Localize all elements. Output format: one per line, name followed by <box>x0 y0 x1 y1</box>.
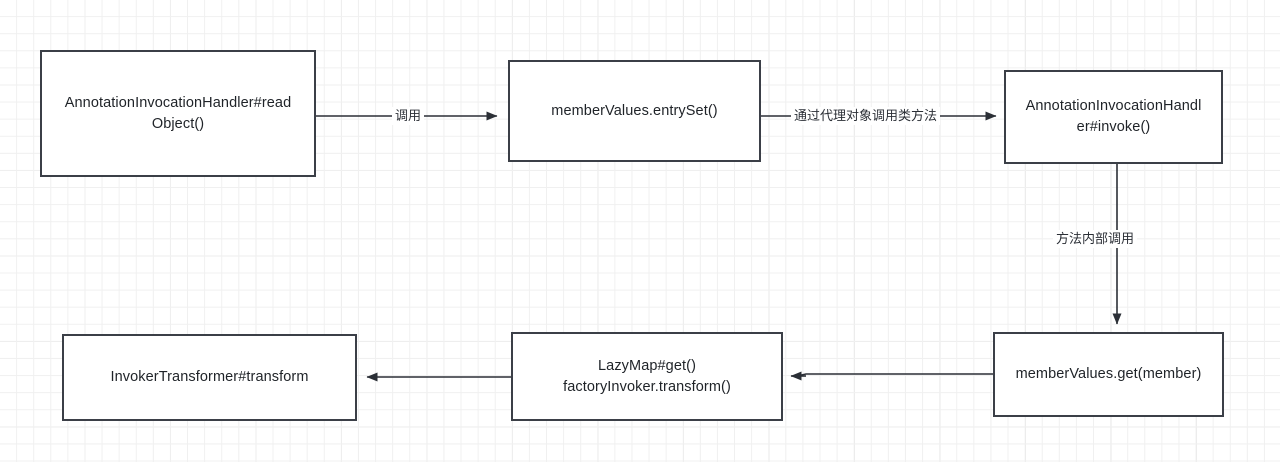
edge-label-proxy-call: 通过代理对象调用类方法 <box>791 107 941 125</box>
node-lazymap-get-label: LazyMap#get() factoryInvoker.transform() <box>563 357 731 395</box>
node-invoker-transform-label: InvokerTransformer#transform <box>110 369 309 385</box>
node-entry-set-label: memberValues.entrySet() <box>551 102 718 119</box>
node-invoker-transform[interactable]: InvokerTransformer#transform <box>62 334 357 421</box>
edge-getmember-to-lazymap <box>790 371 993 381</box>
edge-label-invoke-call: 调用 <box>392 107 425 125</box>
edge-label-internal-call: 方法内部调用 <box>1053 230 1138 248</box>
node-read-object-label: AnnotationInvocationHandler#read Object(… <box>64 94 292 132</box>
node-lazymap-get[interactable]: LazyMap#get() factoryInvoker.transform() <box>511 332 783 421</box>
node-entry-set[interactable]: memberValues.entrySet() <box>508 60 761 162</box>
node-invoke-label: AnnotationInvocationHandl er#invoke() <box>1025 98 1202 135</box>
node-get-member[interactable]: memberValues.get(member) <box>993 332 1224 417</box>
node-get-member-label: memberValues.get(member) <box>1015 366 1202 382</box>
node-invoke[interactable]: AnnotationInvocationHandl er#invoke() <box>1004 70 1223 164</box>
node-read-object[interactable]: AnnotationInvocationHandler#read Object(… <box>40 50 316 177</box>
